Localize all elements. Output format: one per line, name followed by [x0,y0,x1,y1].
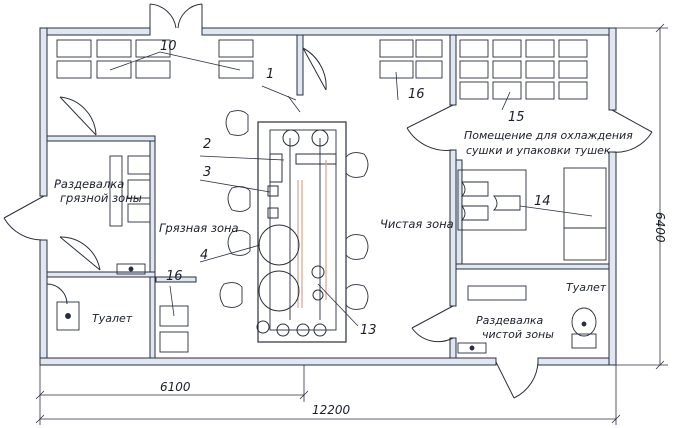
callout-16-right: 16 [408,87,425,102]
room-label-toilet-right: Туалет [566,281,607,294]
dimension-total-width: 12200 [312,403,351,417]
callout-16-left: 16 [166,269,183,284]
left-outer-door [3,195,45,241]
room-label-cooling-1: Помещение для охлаждения [464,129,633,142]
callout-14: 14 [534,194,551,209]
cooling-room-door [406,104,454,151]
partition-door [302,47,327,91]
room-label-toilet-left: Туалет [92,312,133,325]
callout-4: 4 [200,248,208,263]
washbasins [116,263,487,354]
cooling-shelves [459,39,588,100]
cooling-equipment [457,167,607,261]
locker-benches [109,155,151,227]
room-label-locker-clean-1: Раздевалка [476,314,543,327]
room-label-locker-dirty-1: Раздевалка [54,177,124,191]
dimension-lines [35,23,668,425]
toilet-left-fixture [56,301,80,331]
toilet-right-fixture [571,307,597,349]
room-label-locker-dirty-2: грязной зоны [60,191,142,205]
callout-10: 10 [160,39,177,54]
right-outer-door [611,109,653,153]
outer-walls [39,27,617,366]
locker-dirty-door [59,96,101,271]
cabinets-top-left [56,39,254,79]
clean-locker-bench [467,285,527,301]
callout-15: 15 [508,110,525,125]
dimension-half-width: 6100 [160,380,191,394]
workstations-left [219,110,251,308]
sinks-left [159,305,189,353]
room-label-cooling-2: сушки и упаковки тушек [466,144,611,157]
entrance-double-door [149,3,203,32]
callout-3: 3 [203,165,211,180]
exit-door [495,361,539,399]
callout-1: 1 [266,67,274,82]
workstations-right [345,152,369,310]
interior-walls [46,34,610,359]
room-label-clean-zone: Чистая зона [380,217,454,231]
callout-13: 13 [360,323,377,338]
cabinets-top-center [379,39,443,79]
processing-line [256,121,347,343]
clean-locker-door [411,305,454,343]
toilet-door-left [46,283,68,305]
callout-2: 2 [203,137,211,152]
dimension-height: 6400 [653,212,667,243]
room-label-dirty-zone: Грязная зона [159,221,239,235]
room-label-locker-clean-2: чистой зоны [482,328,554,341]
leader-lines [109,51,593,327]
